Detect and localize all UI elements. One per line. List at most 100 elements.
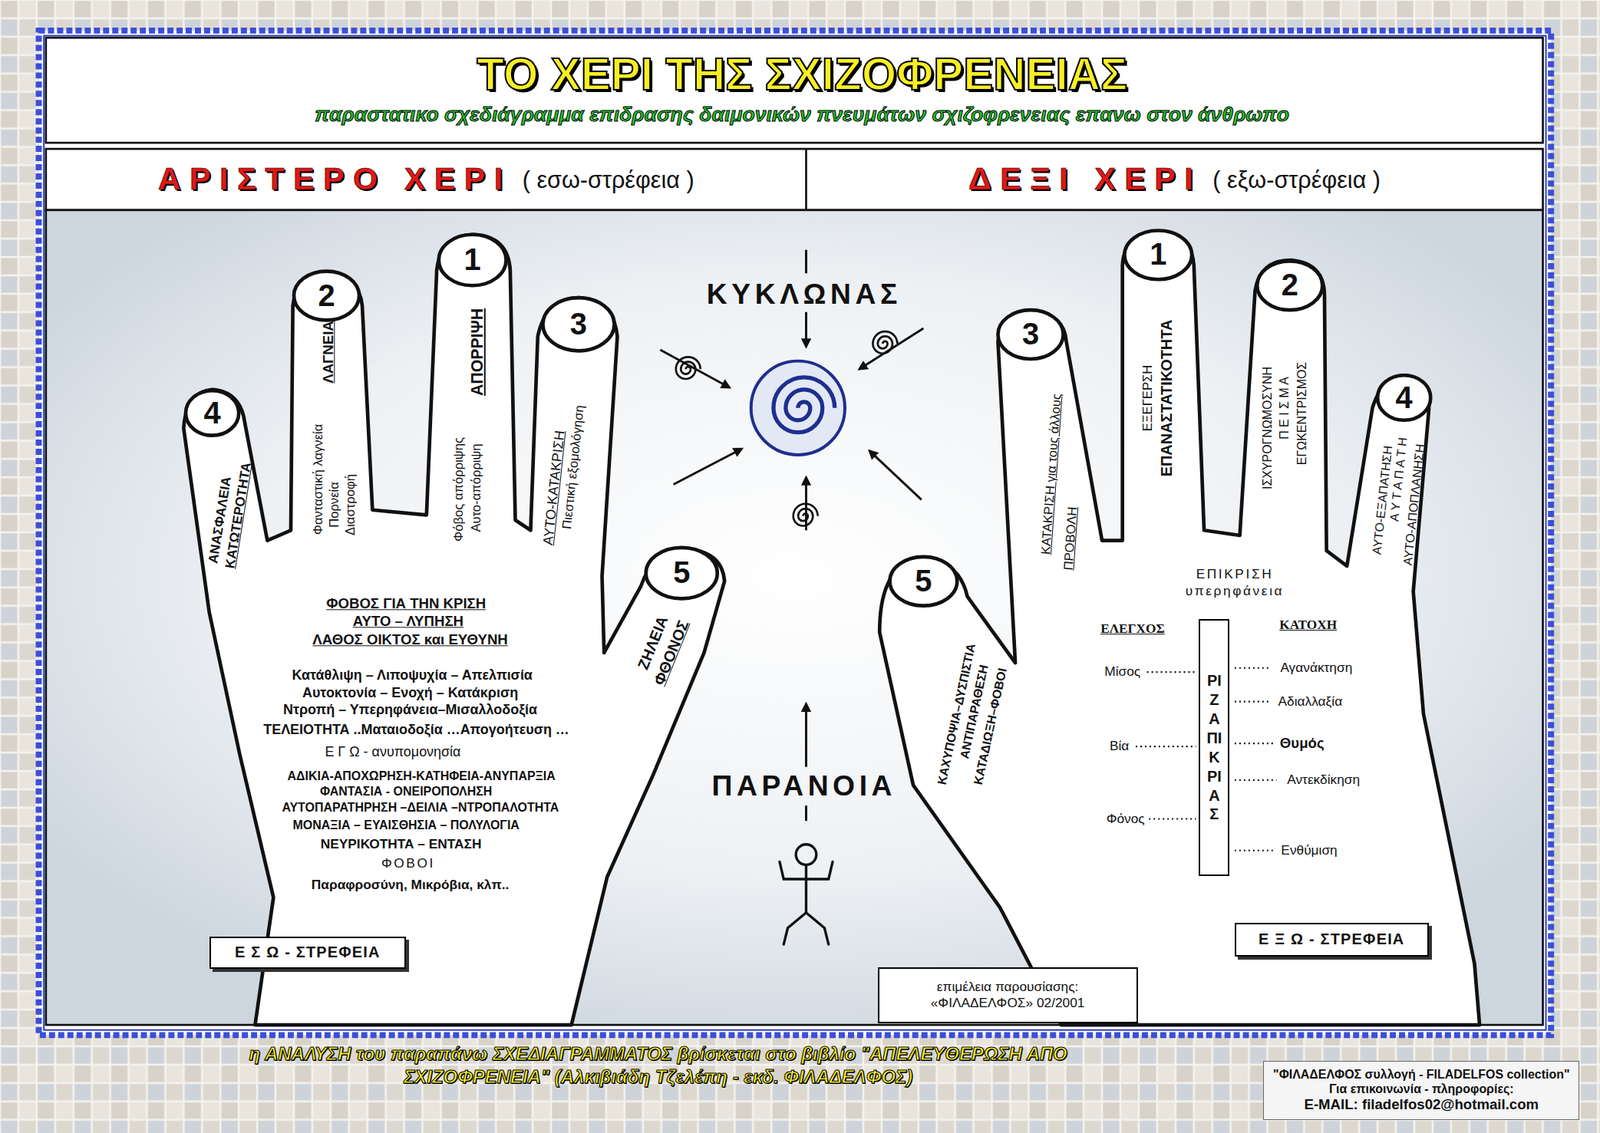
label-wrap: Ντροπή – Υπερηφάνεια–Μισαλλοδοξία [283, 702, 538, 719]
label-wrap: ΠΑΡΑΝΟΙΑ [712, 768, 897, 802]
label-wrap: ΑΠΟΡΡΙΨΗ [468, 308, 487, 396]
label: Αυτο-απόρριψη [468, 443, 484, 532]
callout-number-wrap: 1 [1149, 237, 1167, 273]
label: ΜΟΝΑΞΙΑ – ΕΥΑΙΣΘΗΣΙΑ – ΠΟΛΥΛΟΓΙΑ [293, 818, 520, 832]
node-text: E-MAIL: filadelfos02@hotmail.com [1303, 1096, 1539, 1114]
label: ΚΥΚΛΩΝΑΣ [706, 277, 902, 311]
label: Κατάθλιψη – Λιποψυχία – Απελπισία [292, 667, 533, 683]
label-wrap: Π Ε Ι Σ Μ Α [1277, 376, 1292, 440]
label: Πορνεία [326, 481, 342, 528]
node-text: "ΦΙΛΑΔΕΛΦΟΣ συλλογή - FILADELFOS collect… [1273, 1067, 1570, 1083]
callout-number-wrap: 1 [464, 242, 482, 278]
node-text: ΑΡΙΣΤΕΡΟ ΧΕΡΙ [158, 160, 512, 198]
callout-number: 2 [317, 278, 335, 313]
label: Φόνος [1106, 811, 1145, 827]
callout-number-wrap: 3 [1022, 316, 1040, 353]
label-wrap: Θυμός [1280, 735, 1325, 753]
label-wrap: ΛΑΓΝΕΙΑ [320, 320, 337, 384]
label: ΕΠΑΝΑΣΤΑΤΙΚΟΤΗΤΑ [1157, 319, 1175, 477]
callout-number: 5 [914, 564, 932, 598]
label-wrap: Φόβος απόρριψης [451, 437, 467, 542]
label: Ενθύμιση [1280, 842, 1337, 858]
label: ΦΟΒΟΙ [381, 855, 436, 871]
label-wrap: Μίσος [1104, 664, 1141, 680]
label: ΑΠΟΡΡΙΨΗ [468, 308, 487, 396]
label: Διαστροφή [343, 474, 359, 536]
label-wrap: ΚΑΤΟΧΗ [1279, 617, 1337, 634]
node-text: «ΦΙΛΑΔΕΛΦΟΣ» 02/2001 [930, 995, 1086, 1012]
label-wrap: ΛΑΘΟΣ ΟΙΚΤΟΣ και ΕΥΘΥΝΗ [312, 631, 508, 648]
label-wrap: Κατάθλιψη – Λιποψυχία – Απελπισία [292, 667, 533, 684]
label-wrap: Φανταστική λαγνεία [310, 424, 326, 536]
subtitle: παραστατικο σχεδιάγραμμα επιδρασης δαιμο… [314, 102, 1290, 126]
callout-number-wrap: 4 [203, 395, 221, 432]
label: ΛΑΓΝΕΙΑ [320, 320, 337, 384]
node-text: Ε Σ Ω - ΣΤΡΕΦΕΙΑ [234, 943, 381, 963]
label: ΠΑΡΑΝΟΙΑ [712, 768, 897, 802]
node-text: Για επικοινωνία - πληροφορίες: [1329, 1082, 1515, 1097]
label-wrap: ΝΕΥΡΙΚΟΤΗΤΑ – ΕΝΤΑΣΗ [320, 837, 482, 853]
label: ΕΠΙΚΡΙΣΗ [1196, 566, 1274, 582]
label: ΚΑΤΟΧΗ [1279, 617, 1337, 633]
label-wrap: ΙΣΧΥΡΟΓΝΩΜΟΣΥΝΗ [1260, 366, 1274, 490]
label-wrap: Παραφροσύνη, Μικρόβια, κλπ.. [311, 877, 509, 894]
callout-number: 3 [1022, 316, 1040, 351]
label: ΕΓΩΚΕΝΤΡΙΣΜΟΣ [1295, 361, 1309, 465]
node-text: Ε Ξ Ω - ΣΤΡΕΦΕΙΑ [1258, 930, 1405, 950]
label-wrap: Αυτοκτονία – Ενοχή – Κατάκριση [302, 685, 518, 702]
label-wrap: ΑΥΤΟ – ΛΥΠΗΣΗ [352, 613, 464, 630]
label: Φανταστική λαγνεία [310, 424, 326, 536]
label-wrap: Βία [1109, 738, 1129, 755]
label: ΑΥΤΟΠΑΡΑΤΗΡΗΣΗ –ΔΕΙΛΙΑ –ΝΤΡΟΠΑΛΟΤΗΤΑ [281, 801, 559, 815]
label-wrap: ΕΛΕΓΧΟΣ [1100, 621, 1165, 637]
callout-number: 4 [203, 395, 221, 430]
label-wrap: υπερηφάνεια [1185, 583, 1284, 600]
callout-number-wrap: 5 [672, 555, 690, 591]
callout-number: 1 [1149, 237, 1167, 271]
tag-box: Ε Ξ Ω - ΣΤΡΕΦΕΙΑ [1234, 923, 1429, 957]
label: ΕΛΕΓΧΟΣ [1100, 621, 1165, 637]
callout-number-wrap: 3 [570, 306, 588, 343]
node-text: ΡΙΖΑ ΠΙΚΡΙΑΣ [1206, 671, 1222, 825]
label-wrap: ΚΥΚΛΩΝΑΣ [706, 277, 902, 311]
label: ΦΑΝΤΑΣΙΑ - ΟΝΕΙΡΟΠΟΛΗΣΗ [320, 785, 492, 799]
callout-number: 4 [1395, 380, 1413, 415]
title: ΤΟ ΧΕΡΙ ΤΗΣ ΣΧΙΖΟΦΡΕΝΕΙΑΣ [476, 49, 1128, 99]
caption-wrap: η ΑΝΑΛΥΣΗ του παραπάνω ΣΧΕΔΙΑΓΡΑΜΜΑΤΟΣ β… [234, 1042, 1083, 1089]
credit-box: επιμέλεια παρουσίασης:«ΦΙΛΑΔΕΛΦΟΣ» 02/20… [877, 967, 1139, 1024]
label: υπερηφάνεια [1185, 583, 1284, 599]
label-wrap: Διαστροφή [343, 474, 359, 536]
callout-number-wrap: 4 [1395, 380, 1413, 416]
label: Ε Γ Ω - ανυπομονησία [324, 744, 461, 760]
label-wrap: ΦΟΒΟΣ ΓΙΑ ΤΗΝ ΚΡΙΣΗ [326, 595, 486, 612]
label: ΑΥΤΟ – ΛΥΠΗΣΗ [352, 613, 464, 630]
label-wrap: ΜΟΝΑΞΙΑ – ΕΥΑΙΣΘΗΣΙΑ – ΠΟΛΥΛΟΓΙΑ [293, 818, 520, 833]
label-wrap: ΕΠΑΝΑΣΤΑΤΙΚΟΤΗΤΑ [1157, 319, 1175, 477]
callout-number-wrap: 2 [317, 278, 335, 314]
label: Αδιαλλαξία [1278, 693, 1343, 710]
node-text: ( εξω-στρέφεια ) [1212, 165, 1381, 195]
header-cell: ΔΕΞΙ ΧΕΡΙ ( εξω-στρέφεια ) [805, 148, 1543, 211]
tag-box: Ε Σ Ω - ΣΤΡΕΦΕΙΑ [209, 936, 407, 970]
subtitle-wrap: παραστατικο σχεδιάγραμμα επιδρασης δαιμο… [314, 102, 1290, 127]
label-wrap: ΦΟΒΟΙ [381, 856, 436, 872]
label-wrap: Αγανάκτηση [1280, 660, 1353, 677]
label: Ντροπή – Υπερηφάνεια–Μισαλλοδοξία [283, 702, 538, 718]
label-wrap: Ε Γ Ω - ανυπομονησία [324, 744, 461, 761]
label: Φόβος απόρριψης [451, 437, 467, 542]
label: Αυτοκτονία – Ενοχή – Κατάκριση [302, 685, 518, 701]
label: Μίσος [1104, 663, 1141, 680]
label-wrap: ΕΠΙΚΡΙΣΗ [1196, 567, 1274, 583]
label: Π Ε Ι Σ Μ Α [1277, 376, 1291, 440]
collection-box: "ΦΙΛΑΔΕΛΦΟΣ συλλογή - FILADELFOS collect… [1263, 1061, 1580, 1121]
label-wrap: Αντεκδίκηση [1286, 772, 1360, 789]
node-text: ( εσω-στρέφεια ) [522, 165, 695, 195]
label: Παραφροσύνη, Μικρόβια, κλπ.. [311, 877, 509, 893]
label-wrap: Φόνος [1106, 811, 1145, 828]
title-wrap: ΤΟ ΧΕΡΙ ΤΗΣ ΣΧΙΖΟΦΡΕΝΕΙΑΣ [476, 48, 1128, 100]
callout-number-wrap: 2 [1281, 267, 1299, 304]
label: Θυμός [1280, 735, 1325, 753]
label: Βία [1109, 738, 1129, 754]
callout-number: 1 [464, 242, 482, 277]
node-text: ΔΕΞΙ ΧΕΡΙ [968, 160, 1202, 198]
